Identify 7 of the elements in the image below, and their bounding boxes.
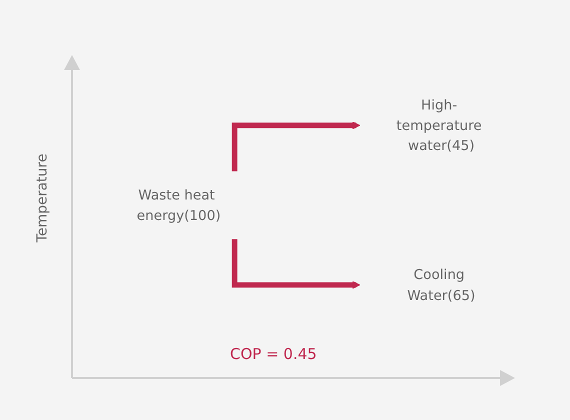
node-text: High- temperature water(45): [396, 96, 482, 154]
ratio-label: COP = 0.45: [230, 345, 317, 363]
arrow: [232, 239, 360, 289]
node-text: Waste heat energy(100): [136, 186, 221, 224]
arrow: [232, 121, 360, 172]
axis-label: Temperature: [34, 154, 50, 242]
node-text: Cooling Water(65): [407, 266, 476, 303]
